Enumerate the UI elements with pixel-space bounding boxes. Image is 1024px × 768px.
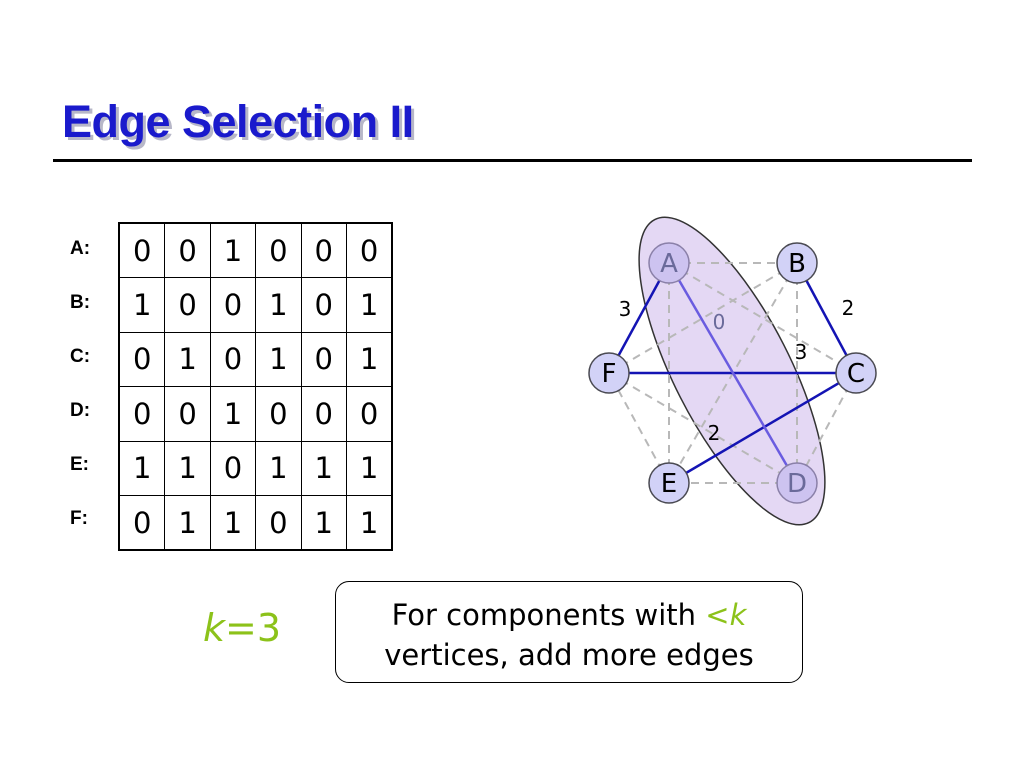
node-e: E	[648, 462, 690, 504]
row-label-c: C:	[70, 346, 91, 367]
node-circle	[648, 462, 690, 504]
matrix-cell: 1	[164, 494, 211, 551]
matrix-cell: 1	[300, 440, 347, 496]
weight-bc: 2	[842, 296, 855, 320]
matrix-cell: 0	[255, 386, 302, 442]
matrix-cell: 0	[300, 277, 347, 333]
row-label-a: A:	[70, 238, 91, 259]
node-d: D	[776, 462, 818, 504]
matrix-cell: 1	[345, 331, 393, 388]
graph-nodes: A B C D E F	[588, 242, 877, 504]
note-callout: For components with <k vertices, add mor…	[335, 581, 803, 683]
matrix-cell: 1	[209, 222, 257, 279]
node-circle	[776, 242, 818, 284]
node-label: C	[847, 359, 865, 389]
node-circle	[835, 352, 877, 394]
matrix-cell: 1	[209, 494, 257, 551]
matrix-cell: 1	[255, 331, 302, 388]
k-equals: =3	[225, 606, 282, 650]
node-circle	[588, 352, 630, 394]
node-c: C	[835, 352, 877, 394]
note-lt-symbol: <	[705, 598, 730, 632]
unselected-edges	[608, 262, 857, 484]
edge-ad	[667, 262, 799, 484]
node-label: E	[661, 469, 677, 499]
matrix-cell: 0	[345, 222, 393, 279]
matrix-cell: 0	[164, 277, 211, 333]
node-b: B	[776, 242, 818, 284]
row-label-f: F:	[70, 508, 88, 529]
note-line-1: For components with <k	[336, 595, 802, 635]
edge-bc	[795, 262, 858, 374]
matrix-cell: 1	[118, 440, 166, 496]
row-label-d: D:	[70, 400, 91, 421]
note-k-symbol: k	[729, 598, 747, 632]
matrix-cell: 0	[300, 222, 347, 279]
k-variable: k	[203, 606, 226, 650]
matrix-cell: 0	[300, 386, 347, 442]
matrix-cell: 1	[164, 331, 211, 388]
node-f: F	[588, 352, 630, 394]
matrix-cell: 0	[118, 222, 166, 279]
matrix-cell: 1	[300, 494, 347, 551]
edge-weights: 3 2 0 3 2	[619, 296, 855, 445]
matrix-cell: 0	[345, 386, 393, 442]
matrix-cell: 1	[345, 440, 393, 496]
matrix-cell: 0	[209, 277, 257, 333]
matrix-cell: 1	[209, 386, 257, 442]
matrix-cell: 0	[300, 331, 347, 388]
title-divider	[53, 159, 972, 162]
row-label-b: B:	[70, 292, 91, 313]
k-value: k=3	[203, 606, 281, 650]
node-a: A	[648, 242, 690, 284]
node-circle	[776, 462, 818, 504]
note-line-2: vertices, add more edges	[384, 638, 754, 672]
node-label: D	[787, 469, 807, 499]
node-label: F	[602, 359, 617, 389]
matrix-cell: 1	[345, 277, 393, 333]
matrix-cell: 0	[209, 440, 257, 496]
edge-ec	[668, 371, 857, 485]
row-label-e: E:	[70, 454, 89, 475]
note-line-1-text: For components with	[391, 598, 706, 632]
weight-bd: 3	[795, 340, 808, 364]
matrix-cell: 1	[255, 277, 302, 333]
matrix-cell: 1	[118, 277, 166, 333]
edge-cd	[796, 372, 857, 484]
edge-fa	[607, 262, 671, 374]
matrix-cell: 1	[255, 440, 302, 496]
selected-edges	[607, 262, 858, 485]
matrix-cell: 1	[345, 494, 393, 551]
edge-ef	[608, 372, 670, 484]
matrix-cell: 0	[118, 494, 166, 551]
node-label: B	[788, 249, 806, 279]
node-label: A	[660, 249, 678, 279]
node-circle	[648, 242, 690, 284]
weight-fa: 3	[619, 297, 632, 321]
matrix-cell: 0	[164, 222, 211, 279]
weight-ec: 2	[708, 421, 721, 445]
weight-ad: 0	[713, 310, 726, 334]
slide-title: Edge Selection II	[62, 96, 414, 147]
matrix-cell: 0	[209, 331, 257, 388]
